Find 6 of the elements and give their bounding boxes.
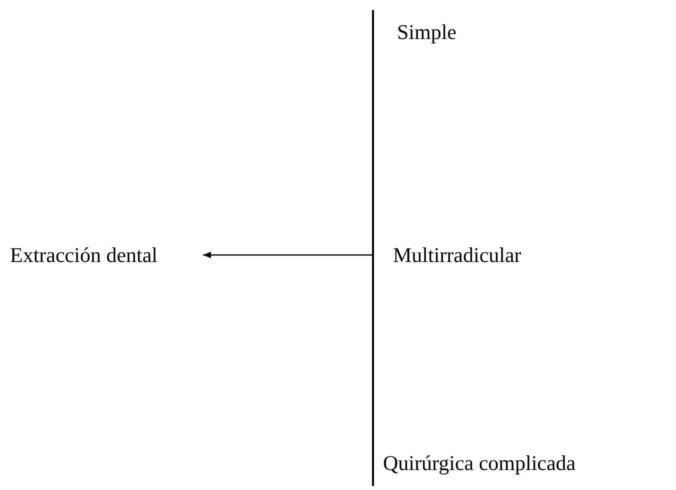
- category-label: Simple: [397, 20, 457, 44]
- arrow: [203, 252, 372, 258]
- node-label: Extracción dental: [10, 243, 158, 267]
- category-label: Quirúrgica complicada: [383, 451, 576, 475]
- category-label: Multirradicular: [393, 243, 522, 267]
- vertical-bracket-line: [372, 10, 374, 486]
